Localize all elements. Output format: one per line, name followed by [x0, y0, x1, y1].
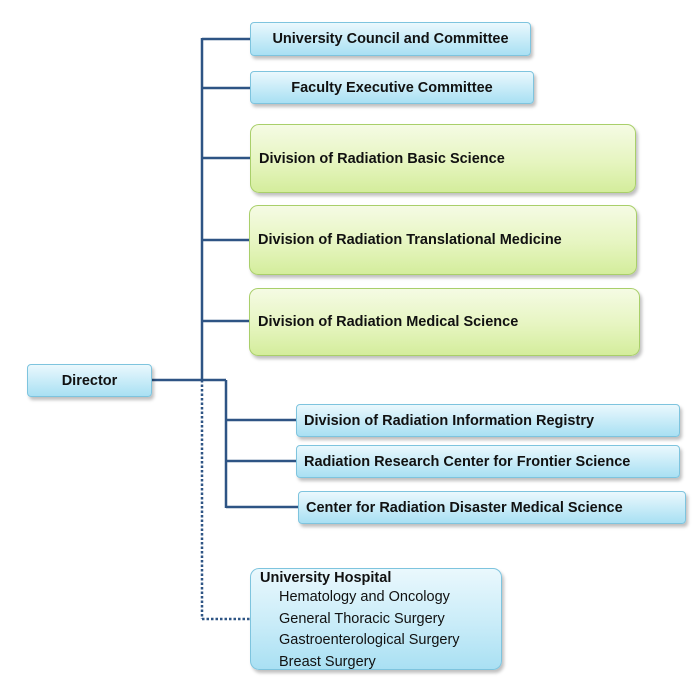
- university-hospital-title: University Hospital: [260, 570, 392, 586]
- disaster-medical-center-label: Center for Radiation Disaster Medical Sc…: [306, 499, 623, 516]
- hospital-department-item: General Thoracic Surgery: [279, 610, 445, 627]
- division-basic-science-box: Division of Radiation Basic Science: [250, 124, 636, 193]
- faculty-executive-label: Faculty Executive Committee: [291, 79, 493, 96]
- faculty-executive-box: Faculty Executive Committee: [250, 71, 534, 104]
- university-council-box: University Council and Committee: [250, 22, 531, 56]
- university-council-label: University Council and Committee: [272, 31, 509, 47]
- division-medical-science-label: Division of Radiation Medical Science: [258, 314, 519, 330]
- director-box: Director: [27, 364, 152, 397]
- hospital-department-item: Gastroenterological Surgery: [279, 632, 460, 648]
- information-registry-box: Division of Radiation Information Regist…: [296, 404, 680, 437]
- division-translational-medicine-box: Division of Radiation Translational Medi…: [249, 205, 637, 275]
- university-hospital-box: University Hospital Hematology and Oncol…: [250, 568, 502, 670]
- division-translational-medicine-label: Division of Radiation Translational Medi…: [258, 232, 562, 248]
- hospital-department-item: Breast Surgery: [279, 653, 376, 670]
- hospital-department-item: Hematology and Oncology: [279, 589, 450, 605]
- hospital-department-list: Hematology and Oncology General Thoracic…: [260, 587, 501, 673]
- director-label: Director: [61, 372, 118, 389]
- information-registry-label: Division of Radiation Information Regist…: [304, 412, 595, 429]
- frontier-science-center-label: Radiation Research Center for Frontier S…: [304, 453, 631, 470]
- disaster-medical-center-box: Center for Radiation Disaster Medical Sc…: [298, 491, 686, 524]
- division-medical-science-box: Division of Radiation Medical Science: [249, 288, 640, 356]
- division-basic-science-label: Division of Radiation Basic Science: [259, 150, 505, 167]
- frontier-science-center-box: Radiation Research Center for Frontier S…: [296, 445, 680, 478]
